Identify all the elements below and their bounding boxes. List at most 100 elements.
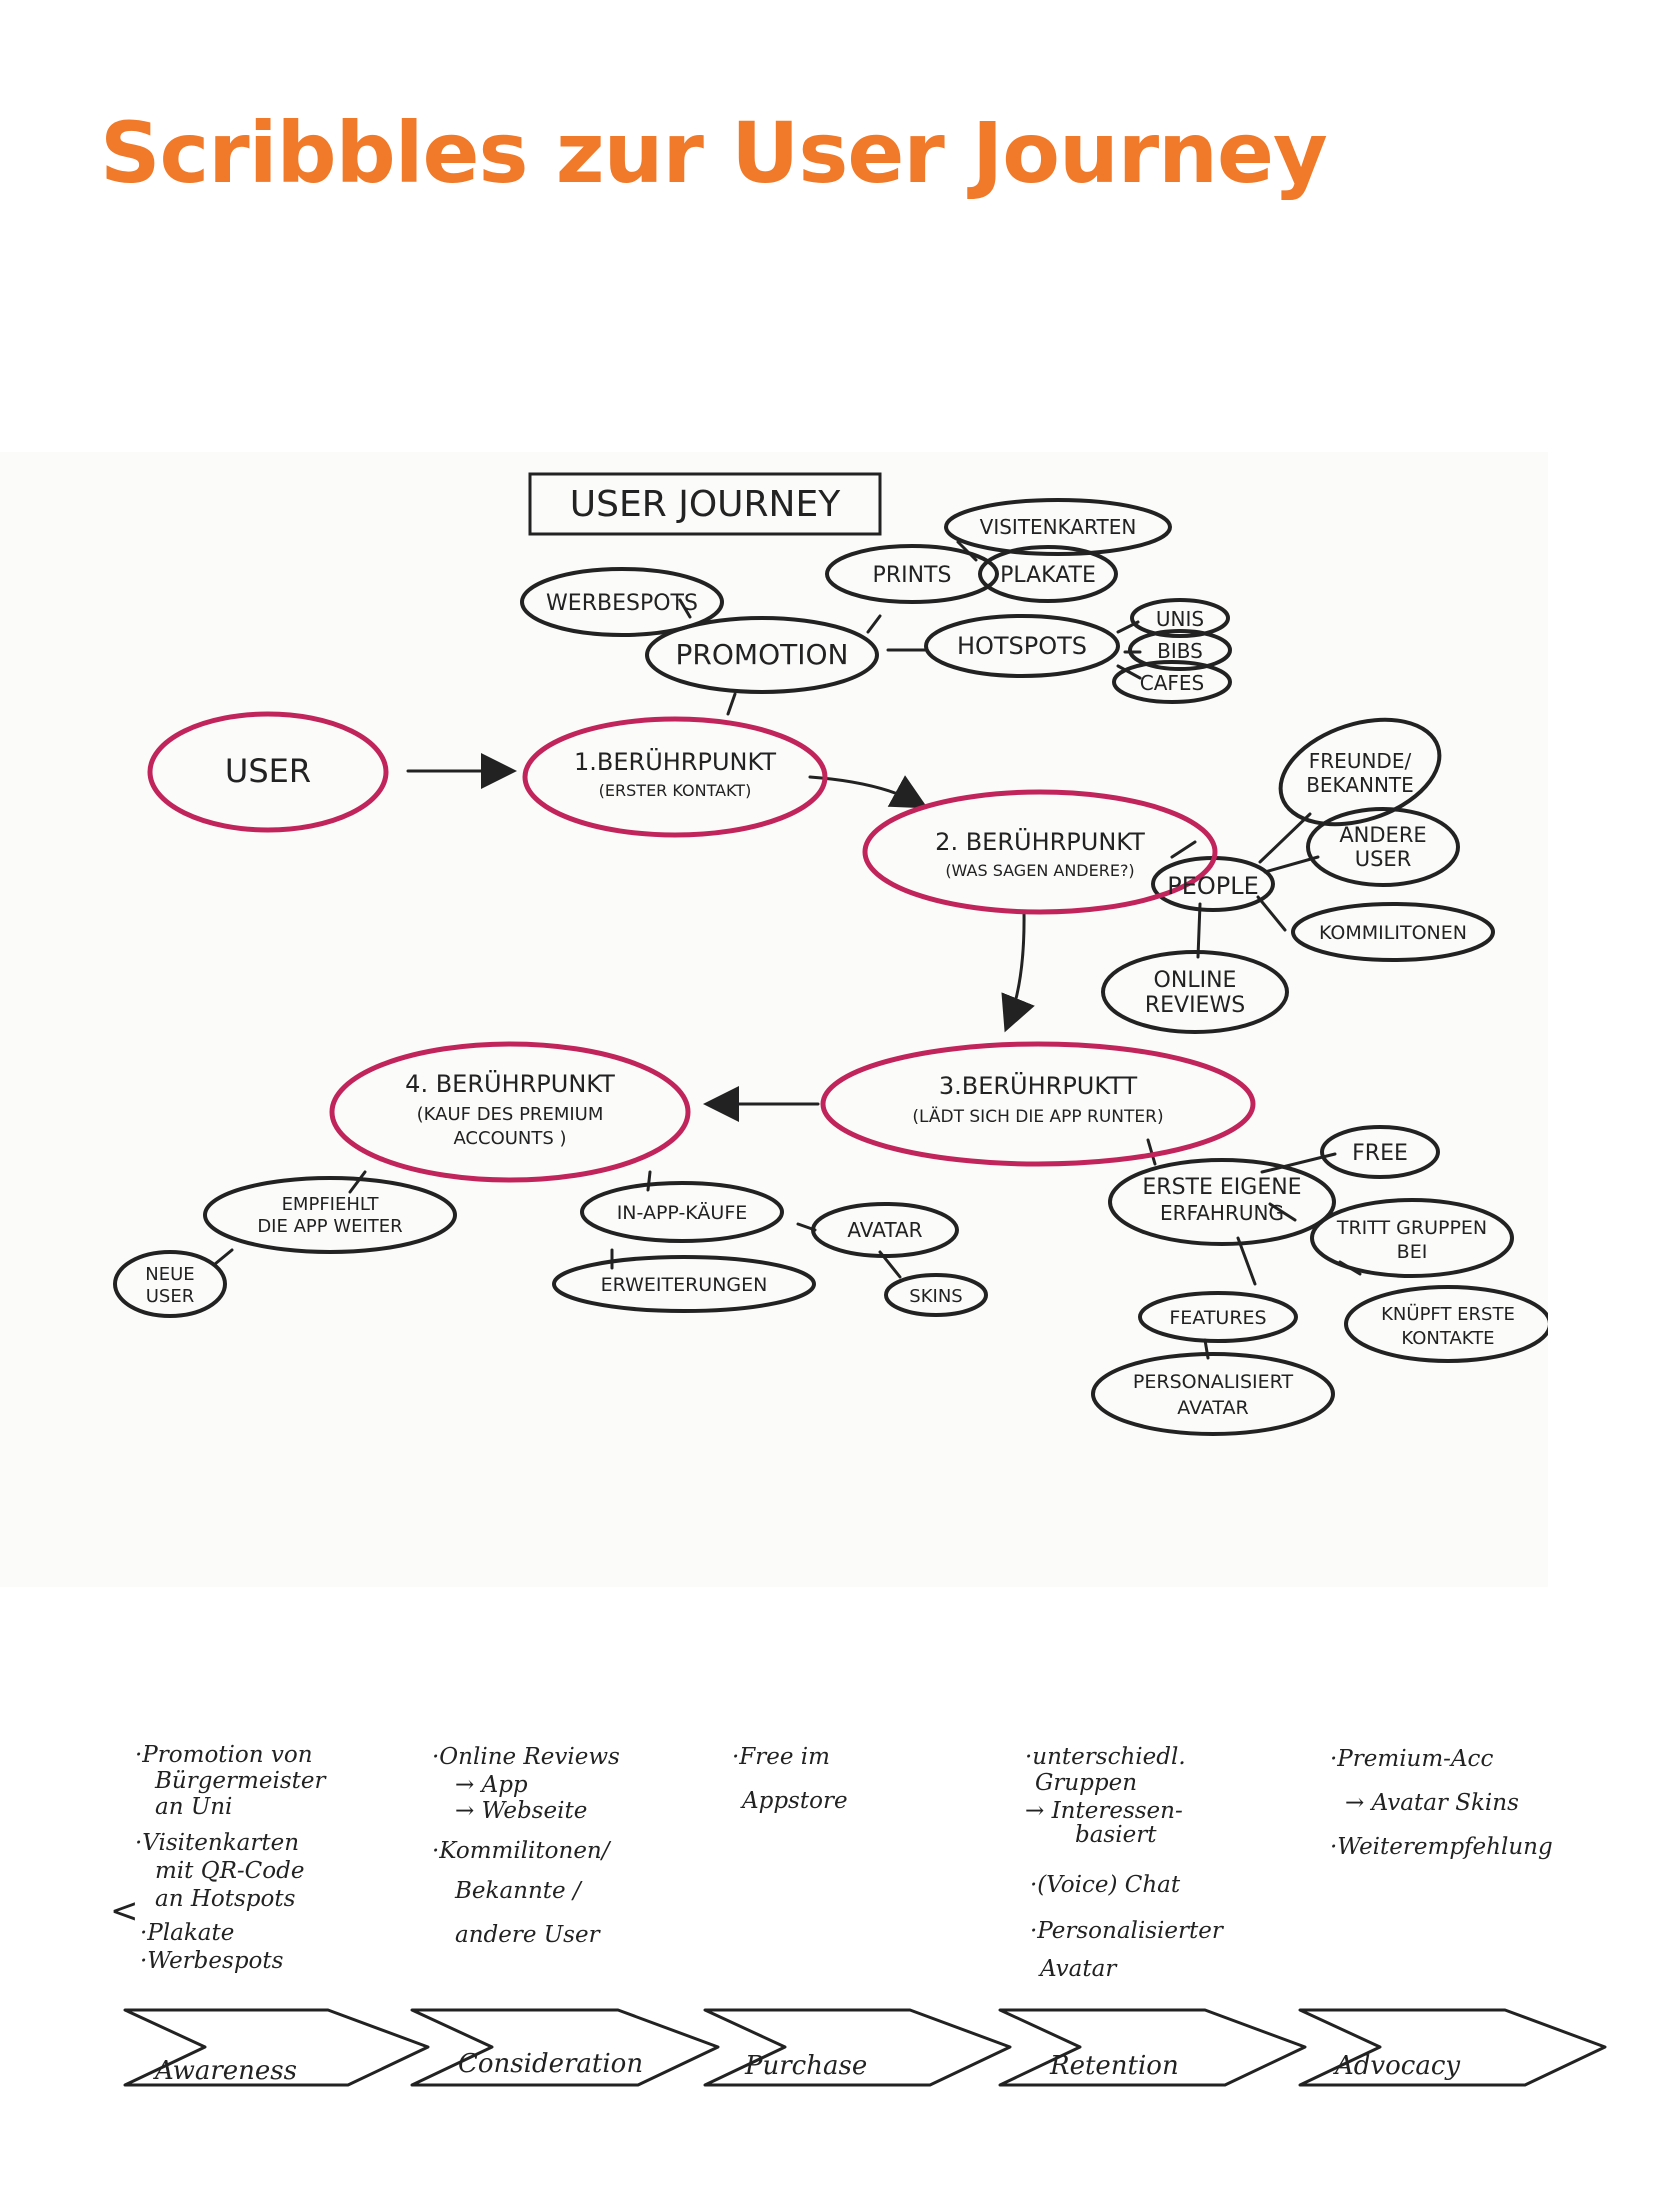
touchpoint-4-sub: (KAUF DES PREMIUM xyxy=(417,1104,604,1125)
note-consideration-2: → App xyxy=(455,1772,528,1798)
node-empfiehlt-2: DIE APP WEITER xyxy=(257,1216,402,1237)
node-inapp-shape xyxy=(580,1181,784,1243)
node-unis: UNIS xyxy=(1156,607,1204,631)
node-people: PEOPLE xyxy=(1167,872,1259,900)
node-plakate: PLAKATE xyxy=(1000,563,1096,588)
touchpoint-4-label: 4. BERÜHRPUNKT xyxy=(405,1069,615,1098)
node-hotspots-shape xyxy=(924,614,1120,678)
node-tritt-1: TRITT GRUPPEN xyxy=(1336,1217,1487,1239)
stage-retention: Retention xyxy=(1049,2051,1179,2081)
touchpoint-2-shape xyxy=(862,789,1218,915)
node-features-shape xyxy=(1138,1291,1298,1343)
left-marker: < xyxy=(110,1891,139,1931)
node-unis-shape xyxy=(1130,598,1230,638)
node-kommilitonen: KOMMILITONEN xyxy=(1319,922,1467,944)
line-tp3-erfahrung xyxy=(1146,1138,1157,1166)
note-retention-2: Gruppen xyxy=(1035,1770,1137,1796)
touchpoint-1-shape xyxy=(522,716,828,838)
node-freunde-2: BEKANNTE xyxy=(1306,773,1414,797)
arrow-tp2-tp3 xyxy=(1001,910,1035,1033)
note-retention-5: ·(Voice) Chat xyxy=(1030,1872,1181,1898)
node-erfahrung-1: ERSTE EIGENE xyxy=(1142,1175,1301,1200)
node-freunde-1: FREUNDE/ xyxy=(1309,749,1412,773)
stage-advocacy: Advocacy xyxy=(1333,2051,1460,2081)
line-people-andere xyxy=(1263,855,1320,874)
node-werbespots-shape xyxy=(520,567,724,637)
note-awareness-8: ·Werbespots xyxy=(140,1948,284,1974)
line-cafes xyxy=(1116,664,1142,680)
note-awareness-6: an Hotspots xyxy=(155,1886,296,1912)
touchpoint-3-label: 3.BERÜHRPUKTT xyxy=(939,1071,1138,1100)
node-personalisiert-1: PERSONALISIERT xyxy=(1133,1371,1294,1393)
touchpoint-1-label: 1.BERÜHRPUNKT xyxy=(574,747,776,776)
note-awareness-5: mit QR-Code xyxy=(155,1858,304,1884)
node-erfahrung-2: ERFAHRUNG xyxy=(1160,1201,1284,1225)
node-erweiterungen-shape xyxy=(552,1255,816,1313)
node-tritt-2: BEI xyxy=(1397,1241,1428,1263)
note-awareness-3: an Uni xyxy=(155,1794,232,1820)
node-neue-shape xyxy=(113,1250,227,1318)
stage-chevron-awareness xyxy=(123,2008,430,2087)
note-retention-1: ·unterschiedl. xyxy=(1025,1744,1186,1770)
node-hotspots: HOTSPOTS xyxy=(957,632,1087,660)
note-advocacy-2: → Avatar Skins xyxy=(1345,1790,1519,1816)
note-purchase-2: Appstore xyxy=(740,1788,848,1814)
node-reviews-1: ONLINE xyxy=(1154,968,1237,993)
node-inapp: IN-APP-KÄUFE xyxy=(617,1201,748,1224)
line-tp4-empfiehlt xyxy=(348,1170,367,1194)
line-people-reviews xyxy=(1196,902,1202,959)
node-skins: SKINS xyxy=(909,1286,962,1307)
node-reviews-shape xyxy=(1101,950,1289,1034)
node-andere-1: ANDERE xyxy=(1339,823,1426,847)
note-awareness-2: Bürgermeister xyxy=(154,1768,327,1794)
node-neue-2: USER xyxy=(146,1286,194,1307)
touchpoint-2-label: 2. BERÜHRPUNKT xyxy=(935,827,1145,856)
node-freunde-shape xyxy=(1278,717,1442,827)
node-cafes-shape xyxy=(1112,660,1232,704)
journey-canvas: Awareness Consideration Purchase Retenti… xyxy=(110,1742,1607,2087)
node-bibs: BIBS xyxy=(1157,639,1203,663)
note-advocacy-1: ·Premium-Acc xyxy=(1330,1746,1493,1772)
node-free-shape xyxy=(1320,1125,1440,1179)
line-tp4-inapp xyxy=(646,1170,652,1192)
node-bibs-shape xyxy=(1128,629,1232,671)
page-title: Scribbles zur User Journey xyxy=(100,104,1328,202)
touchpoint-4-shape xyxy=(329,1041,691,1183)
node-tritt-shape xyxy=(1310,1198,1514,1278)
stage-consideration: Consideration xyxy=(458,2049,643,2079)
stage-chevron-consideration xyxy=(410,2008,720,2087)
line-tp2-people xyxy=(1170,840,1197,859)
node-promotion: PROMOTION xyxy=(676,638,849,671)
note-consideration-1: ·Online Reviews xyxy=(432,1744,620,1770)
touchpoint-3-shape xyxy=(820,1041,1256,1167)
node-empfiehlt-shape xyxy=(203,1176,457,1254)
note-awareness-4: ·Visitenkarten xyxy=(135,1830,299,1856)
touchpoint-2-sub: (WAS SAGEN ANDERE?) xyxy=(945,861,1134,880)
node-user-shape xyxy=(147,711,389,833)
node-empfiehlt-1: EMPFIEHLT xyxy=(282,1194,380,1215)
node-reviews-2: REVIEWS xyxy=(1145,993,1245,1018)
sketch-canvas: USER JOURNEY V xyxy=(113,472,1548,1436)
note-advocacy-3: ·Weiterempfehlung xyxy=(1330,1834,1553,1860)
node-knuepft-2: KONTAKTE xyxy=(1401,1328,1494,1349)
node-kommilitonen-shape xyxy=(1291,902,1495,962)
note-consideration-3: → Webseite xyxy=(455,1798,587,1824)
note-consideration-4: ·Kommilitonen/ xyxy=(432,1838,612,1864)
line-empfiehlt-neue xyxy=(213,1248,234,1266)
line-prints xyxy=(866,614,882,634)
line-werbespots xyxy=(678,598,692,619)
stage-purchase: Purchase xyxy=(744,2051,867,2081)
user-journey-sketch: USER JOURNEY V xyxy=(0,452,1548,1587)
node-prints-shape xyxy=(825,544,999,604)
node-knuepft-shape xyxy=(1344,1285,1548,1363)
line-erfahrung-features xyxy=(1236,1236,1257,1286)
node-erfahrung-shape xyxy=(1108,1158,1336,1246)
node-user: USER xyxy=(225,752,311,790)
note-purchase-1: ·Free im xyxy=(732,1744,830,1770)
node-knuepft-1: KNÜPFT ERSTE xyxy=(1381,1303,1515,1325)
touchpoint-1-sub: (ERSTER KONTAKT) xyxy=(599,781,752,800)
node-plakate-shape xyxy=(978,545,1118,603)
node-free: FREE xyxy=(1352,1141,1408,1166)
node-neue-1: NEUE xyxy=(145,1264,194,1285)
stage-chevron-purchase xyxy=(703,2008,1012,2087)
